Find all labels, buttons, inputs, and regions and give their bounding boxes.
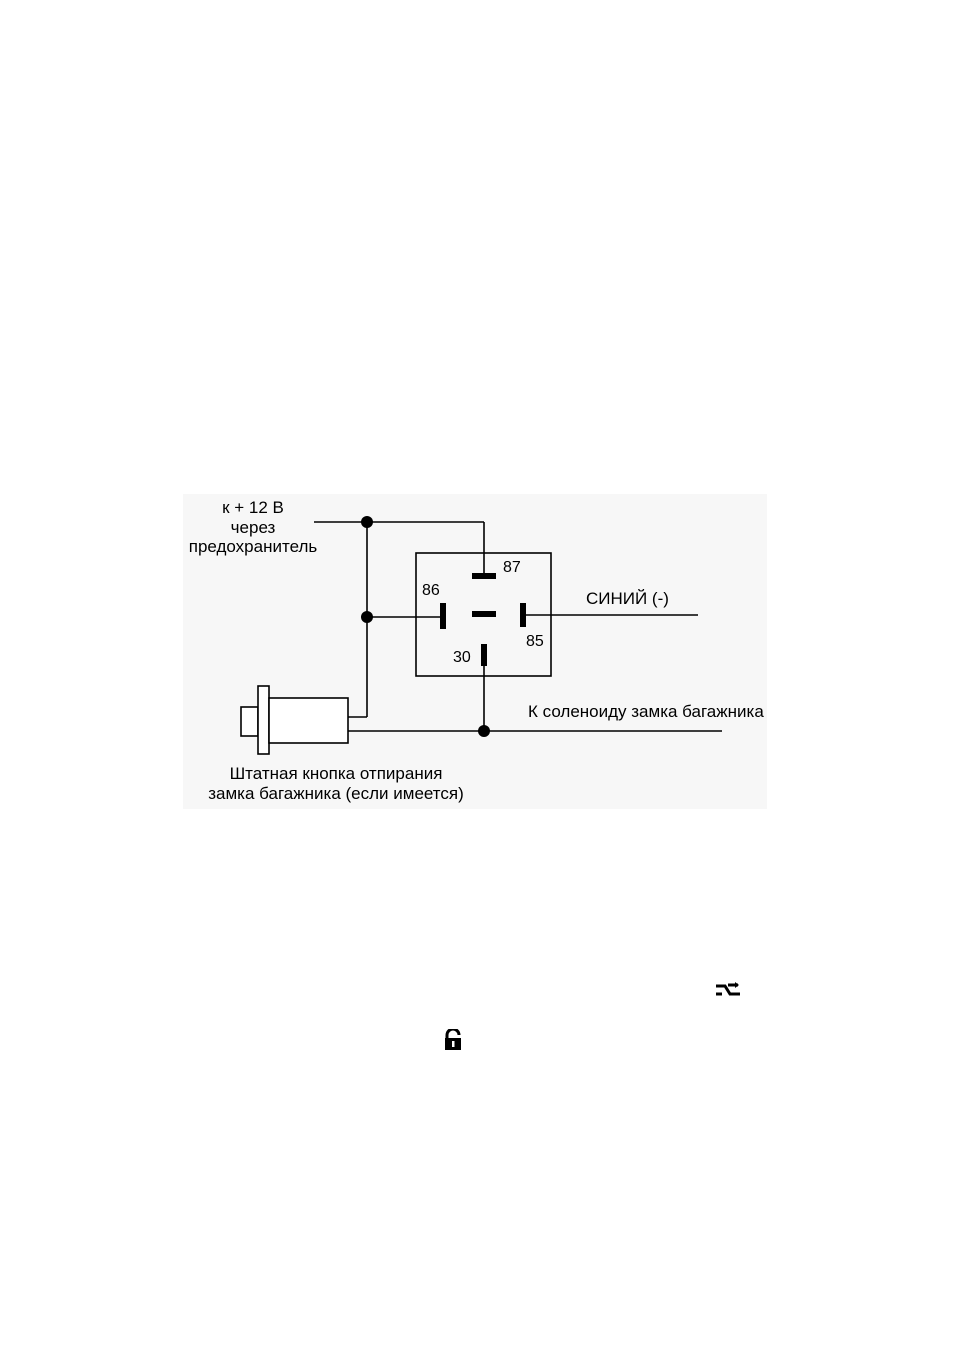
button-caption-line1: Штатная кнопка отпирания — [186, 764, 486, 784]
solenoid-label: К соленоиду замка багажника — [528, 702, 764, 722]
pin-label-86: 86 — [422, 582, 440, 600]
power-label-line3: предохранитель — [183, 537, 323, 557]
relay-contact-85 — [520, 603, 526, 627]
trunk-unlock-icon — [443, 1029, 463, 1051]
relay-contact-87 — [472, 573, 496, 579]
power-label-line1: к + 12 В — [183, 498, 323, 518]
button-caption: Штатная кнопка отпирания замка багажника… — [186, 764, 486, 803]
blue-wire-label: СИНИЙ (-) — [586, 589, 669, 609]
power-label-line2: через — [183, 518, 323, 538]
junction-dot-pin30 — [478, 725, 490, 737]
channel-switch-icon — [714, 979, 742, 1003]
relay-contact-86 — [440, 603, 446, 629]
relay-contact-center — [472, 611, 496, 617]
power-source-label: к + 12 В через предохранитель — [183, 498, 323, 557]
junction-dot-power — [361, 516, 373, 528]
pin-label-30: 30 — [453, 649, 471, 667]
button-body — [269, 698, 348, 743]
pin-label-87: 87 — [503, 559, 521, 577]
button-plunger — [241, 707, 258, 736]
button-caption-line2: замка багажника (если имеется) — [186, 784, 486, 804]
relay-contact-30 — [481, 644, 487, 666]
button-flange — [258, 686, 269, 754]
pin-label-85: 85 — [526, 633, 544, 651]
junction-dot-pin86 — [361, 611, 373, 623]
